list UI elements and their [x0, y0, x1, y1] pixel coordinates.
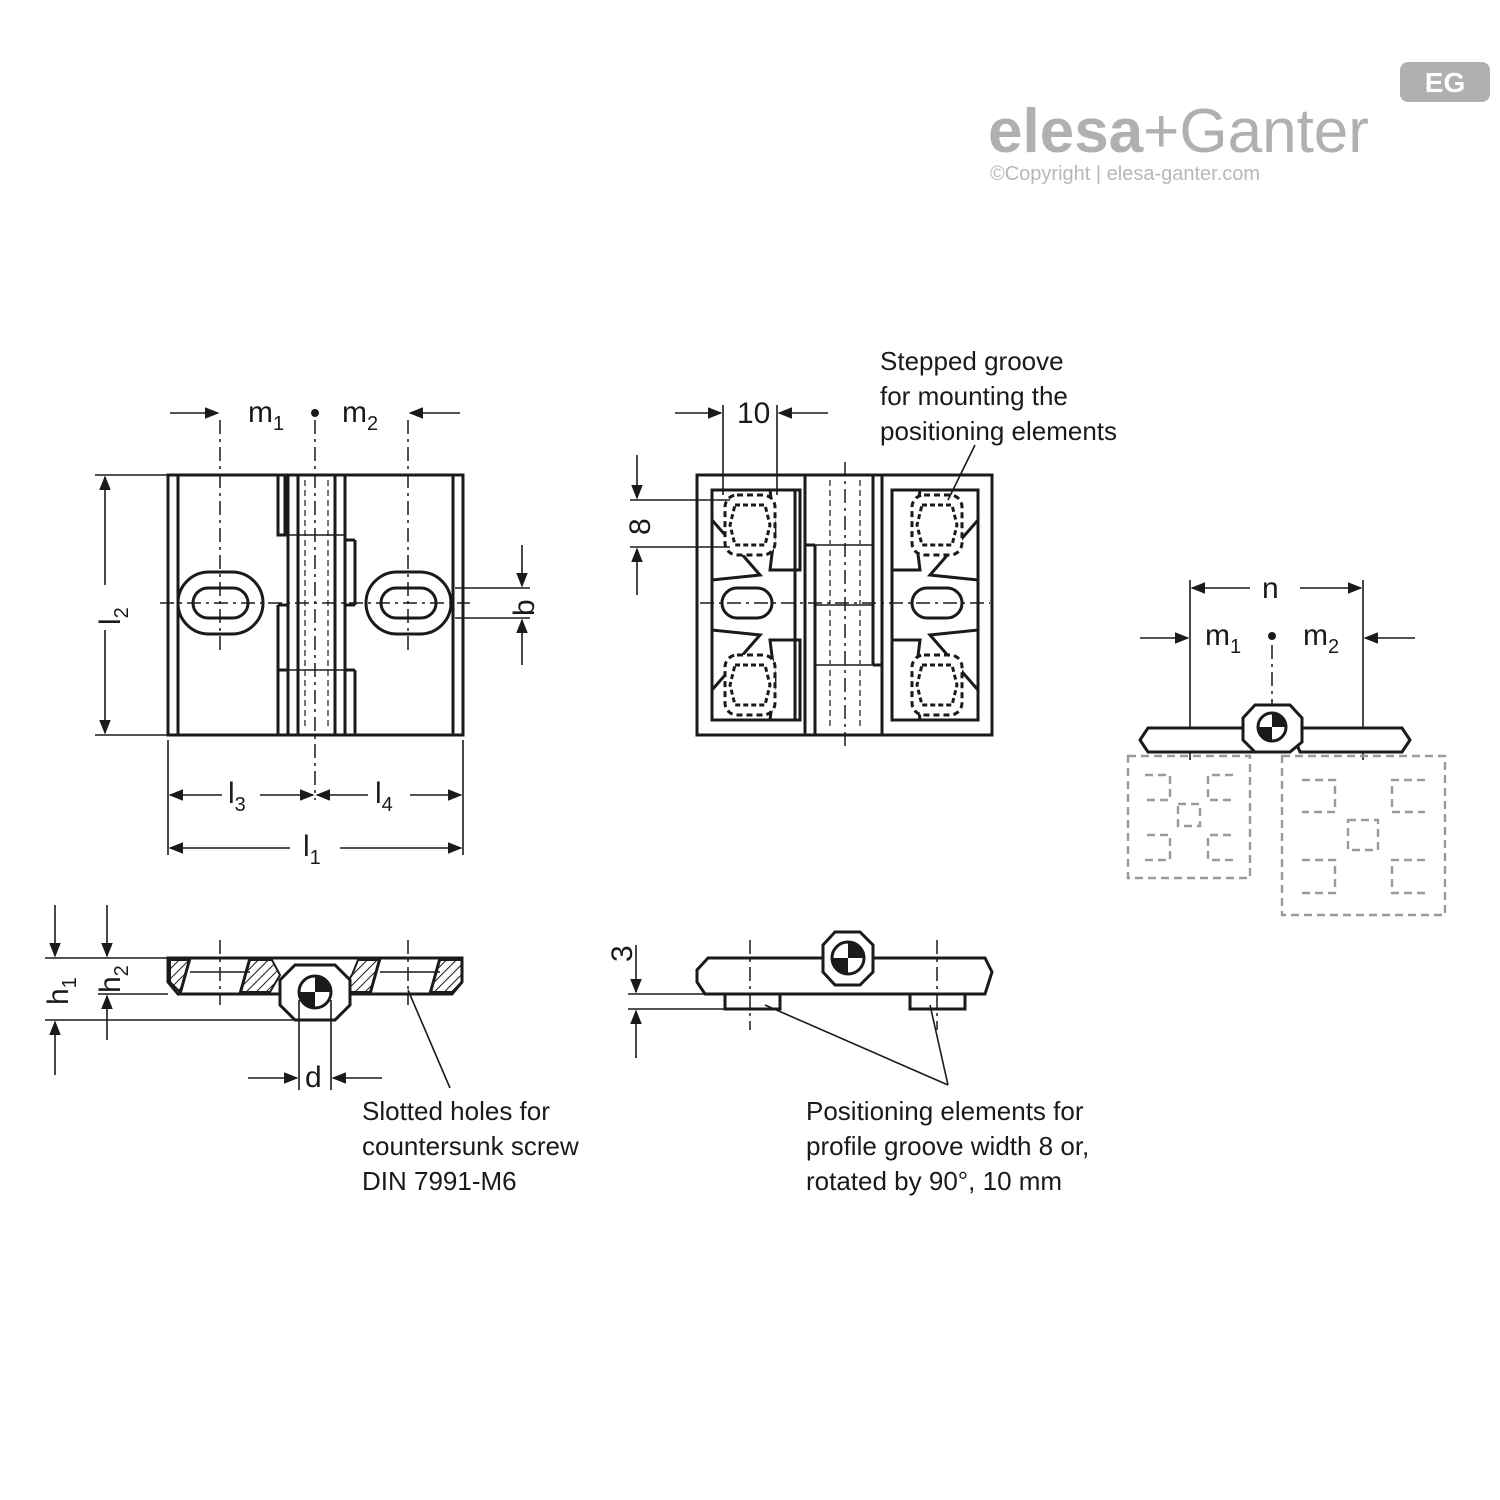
dim-m1-right: m1 [1205, 619, 1241, 658]
rear-view: 10 8 Stepped groove for mounting the pos… [624, 346, 1117, 748]
dim-l4: l4 [375, 777, 393, 816]
note-positioning-elements: Positioning elements for profile groove … [806, 1096, 1097, 1196]
dim-h1: h1 [42, 977, 81, 1005]
copyright-text: ©Copyright | elesa-ganter.com [990, 163, 1260, 185]
brand-logo: elesa+Ganter ©Copyright | elesa-ganter.c… [988, 62, 1490, 185]
section-view: h1 h2 d Slotted holes for countersunk sc… [42, 905, 586, 1196]
dim-3: 3 [606, 945, 639, 962]
aluminium-profile-right [1280, 754, 1447, 917]
svg-text:EG: EG [1425, 67, 1465, 98]
dim-10: 10 [737, 397, 770, 430]
dim-l3: l3 [228, 777, 246, 816]
dim-d: d [305, 1061, 322, 1094]
profile-mount-view: n m1 m2 [1126, 572, 1447, 917]
dim-l2: l2 [94, 607, 133, 625]
positioning-element-bl [723, 653, 777, 717]
positioning-element-tr [910, 493, 964, 557]
eg-badge-icon: EG [1400, 62, 1490, 102]
note-stepped-groove: Stepped groove for mounting the position… [880, 346, 1117, 446]
dim-l1: l1 [303, 830, 321, 869]
dim-8: 8 [624, 518, 657, 535]
logo-elesa-text: elesa+Ganter [988, 97, 1369, 166]
front-view: m1 m2 l2 b l3 l4 l1 [94, 396, 541, 869]
side-view-positioning: 3 Positioning elements for profile groov… [606, 930, 1097, 1196]
aluminium-profile-left [1126, 754, 1252, 880]
positioning-element-br [910, 653, 964, 717]
dim-m1: m1 [248, 396, 284, 435]
note-slotted-holes: Slotted holes for countersunk screw DIN … [362, 1096, 586, 1196]
dim-m2-right: m2 [1303, 619, 1339, 658]
dim-h2: h2 [94, 965, 133, 993]
positioning-element-tl [723, 493, 777, 557]
dim-m2: m2 [342, 396, 378, 435]
dim-b: b [508, 599, 541, 616]
dim-n: n [1262, 572, 1279, 605]
